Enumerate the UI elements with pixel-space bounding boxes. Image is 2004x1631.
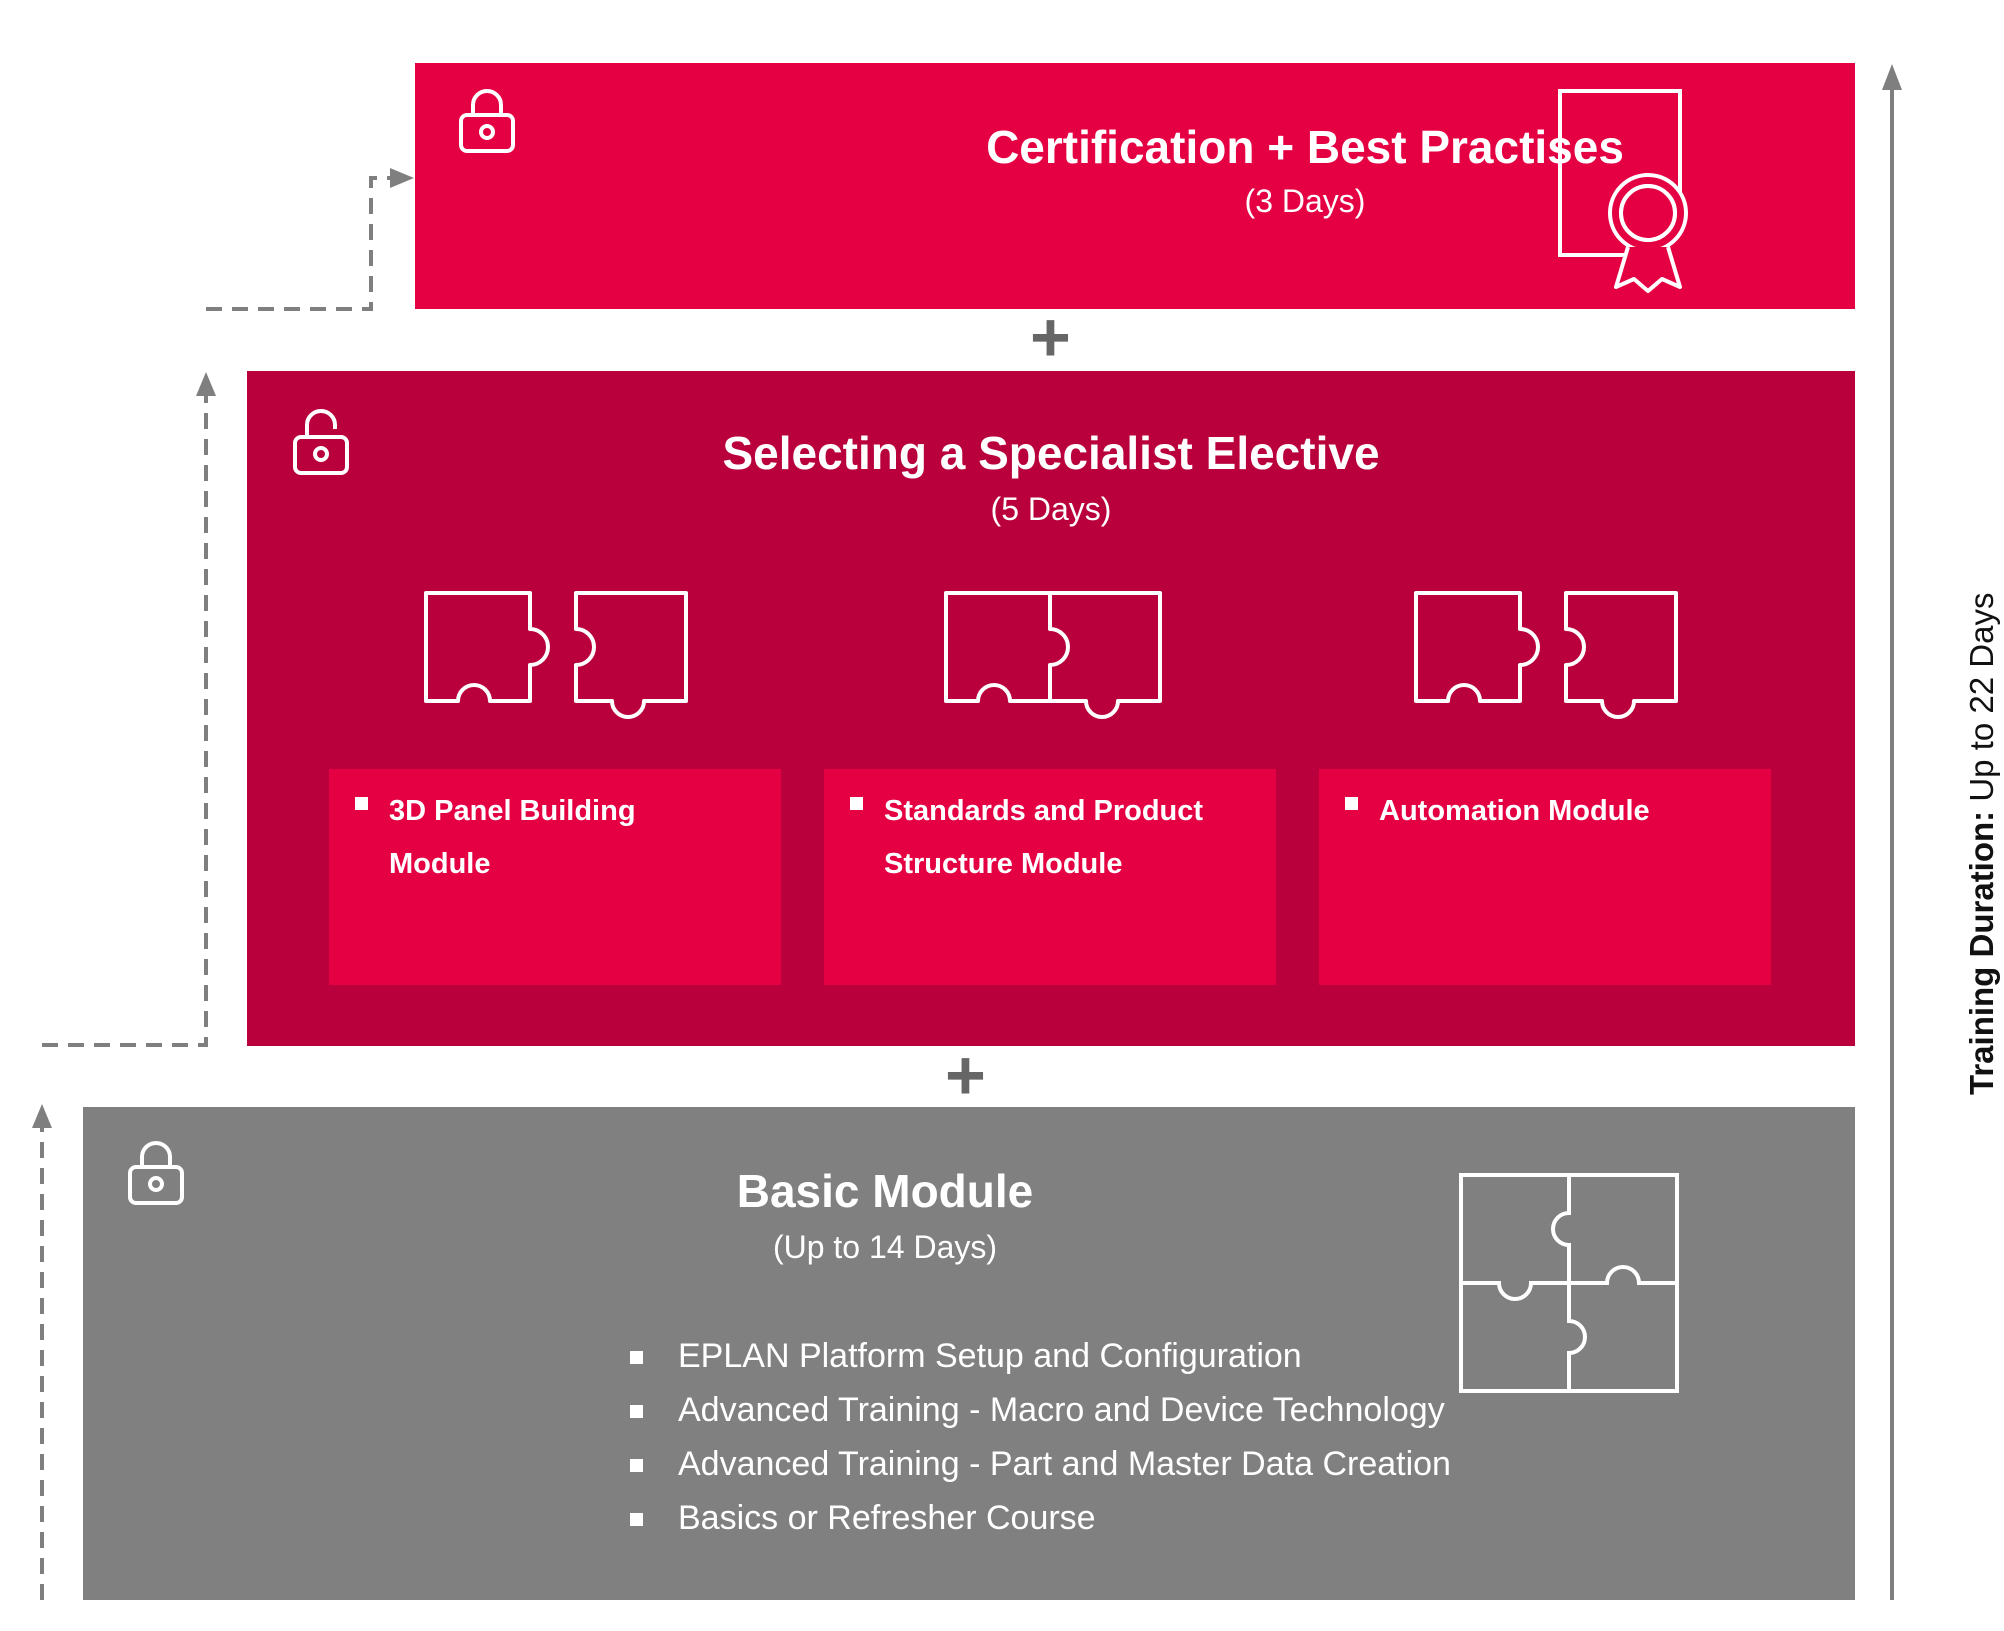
bullet-square: [630, 1513, 643, 1526]
elective-duration: (5 Days): [990, 491, 1112, 527]
certification-duration: (3 Days): [1244, 183, 1366, 219]
module-box-automation: Automation Module: [1319, 769, 1771, 985]
arrowhead-icon: [390, 168, 414, 188]
certification-block: Certification + Best Practises (3 Days): [415, 63, 1855, 309]
module-label: Standards and Product Structure Module: [884, 795, 1204, 880]
bullet-square: [630, 1459, 643, 1472]
basic-duration: (Up to 14 Days): [772, 1229, 998, 1265]
module-label: Automation Module: [1379, 795, 1650, 827]
bullet-square: [630, 1405, 643, 1418]
elective-block: Selecting a Specialist Elective (5 Days)…: [247, 371, 1855, 1046]
lock-open-icon: [293, 409, 349, 475]
duration-value: Up to 22 Days: [1963, 592, 2000, 802]
lock-closed-icon: [128, 1141, 184, 1205]
certification-title: Certification + Best Practises: [986, 121, 1624, 173]
basic-title: Basic Module: [736, 1165, 1034, 1217]
arrowhead-icon: [1882, 64, 1902, 90]
bullet-square: [355, 797, 368, 810]
module-label: 3D Panel Building Module: [389, 795, 636, 880]
module-box-standards: Standards and Product Structure Module: [824, 769, 1276, 985]
dashed-progression-path: [40, 176, 392, 1600]
basic-items-list: EPLAN Platform Setup and Configuration A…: [630, 1329, 1451, 1545]
elective-title: Selecting a Specialist Elective: [722, 427, 1380, 479]
bullet-square: [850, 797, 863, 810]
list-item: Advanced Training - Part and Master Data…: [630, 1437, 1451, 1491]
puzzle-pieces-icon: [424, 591, 688, 719]
basic-block: Basic Module (Up to 14 Days) EPLAN Platf…: [83, 1107, 1855, 1600]
module-box-3d-panel: 3D Panel Building Module: [329, 769, 781, 985]
plus-sign-lower: +: [945, 1036, 986, 1114]
duration-caption: Training Duration:: [1963, 810, 2000, 1095]
bullet-square: [1345, 797, 1358, 810]
certificate-icon: [1558, 89, 1688, 293]
lock-closed-icon: [459, 89, 515, 153]
arrowhead-icon: [196, 372, 216, 396]
training-duration-label: Training Duration: Up to 22 Days: [1960, 555, 2004, 1095]
list-item: Basics or Refresher Course: [630, 1491, 1451, 1545]
list-item: Advanced Training - Macro and Device Tec…: [630, 1383, 1451, 1437]
puzzle-pieces-icon: [944, 591, 1162, 719]
puzzle-complete-icon: [1459, 1173, 1679, 1393]
puzzle-pieces-icon: [1414, 591, 1678, 719]
list-item: EPLAN Platform Setup and Configuration: [630, 1329, 1451, 1383]
bullet-square: [630, 1351, 643, 1364]
plus-sign-upper: +: [1030, 298, 1071, 376]
arrowhead-icon: [32, 1104, 52, 1128]
